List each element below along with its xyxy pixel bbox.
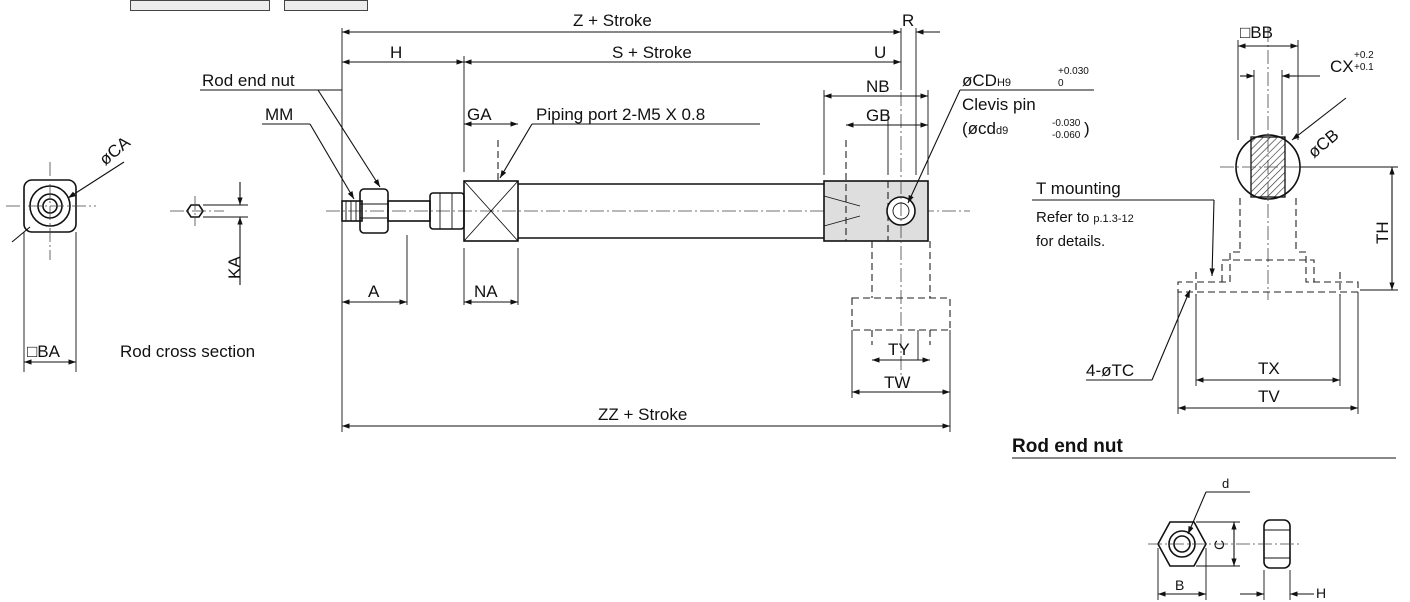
pin-tol-lower: -0.060: [1052, 130, 1081, 141]
refer-to-text: Refer to: [1036, 209, 1089, 226]
label-rod-cross-section: Rod cross section: [120, 342, 255, 361]
label-t-mounting: T mounting: [1036, 179, 1121, 198]
label-pin-fit: (øcdd9: [962, 119, 1008, 138]
label-a: A: [368, 282, 380, 301]
label-oca: øCA: [96, 132, 135, 169]
rod-cross-section: [170, 182, 248, 285]
refer-page: p.1.3-12: [1093, 213, 1133, 225]
label-nut-b: B: [1175, 577, 1184, 593]
label-ba: □BA: [27, 342, 61, 361]
label-ocd: øCDH9: [962, 71, 1011, 90]
pin-close: ): [1084, 119, 1090, 138]
label-rod-end-nut-callout: Rod end nut: [202, 71, 295, 90]
rod-end-nut-heading: Rod end nut: [1012, 436, 1123, 457]
label-th: TH: [1373, 221, 1392, 244]
label-ga: GA: [467, 105, 492, 124]
label-ocb: øCB: [1304, 125, 1342, 161]
toolbar-button-1[interactable]: [130, 0, 270, 11]
label-nb: NB: [866, 77, 890, 96]
toolbar-button-2[interactable]: [284, 0, 368, 11]
pin-open: (øcd: [962, 119, 996, 138]
label-4-otc: 4-øTC: [1086, 361, 1134, 380]
label-nut-h: H: [1316, 585, 1326, 601]
label-cx: CX: [1330, 57, 1354, 76]
label-zz-stroke: ZZ + Stroke: [598, 405, 687, 424]
label-mm: MM: [265, 105, 293, 124]
label-refer-to: Refer to p.1.3-12: [1036, 209, 1134, 226]
label-ka: KA: [225, 256, 244, 279]
label-tw: TW: [884, 373, 910, 392]
label-z-stroke: Z + Stroke: [573, 11, 652, 30]
rod-end-nut-detail: [1148, 491, 1314, 600]
label-r: R: [902, 11, 914, 30]
label-bb: □BB: [1240, 23, 1273, 42]
ocd-main: øCD: [962, 71, 997, 90]
cx-tol-upper: +0.2: [1354, 50, 1374, 61]
pin-fit: d9: [996, 125, 1008, 137]
cylinder-side-view: [200, 28, 1094, 432]
label-h: H: [390, 43, 402, 62]
label-for-details: for details.: [1036, 233, 1105, 250]
pin-tol-upper: -0.030: [1052, 118, 1081, 129]
cx-tol-lower: +0.1: [1354, 62, 1374, 73]
label-piping-port: Piping port 2-M5 X 0.8: [536, 105, 705, 124]
label-na: NA: [474, 282, 498, 301]
label-clevis-pin: Clevis pin: [962, 95, 1036, 114]
clevis-end-view: [1032, 28, 1398, 414]
label-tx: TX: [1258, 359, 1280, 378]
label-s-stroke: S + Stroke: [612, 43, 692, 62]
ocd-fit: H9: [997, 77, 1011, 89]
ocd-tol-upper: +0.030: [1058, 66, 1089, 77]
ocd-tol-lower: 0: [1058, 78, 1064, 89]
label-nut-d: d: [1222, 476, 1229, 491]
label-nut-c: C: [1211, 540, 1227, 550]
label-u: U: [874, 43, 886, 62]
label-gb: GB: [866, 106, 891, 125]
rod-end-view: [6, 161, 125, 372]
label-ty: TY: [888, 340, 910, 359]
label-tv: TV: [1258, 387, 1280, 406]
